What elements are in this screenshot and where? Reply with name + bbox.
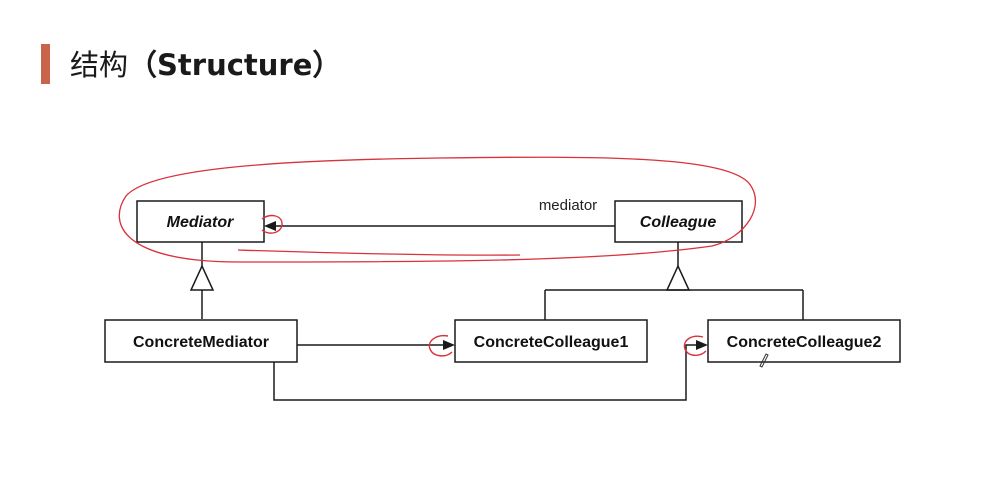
inheritance-triangle-mediator <box>189 264 215 291</box>
class-colleague[interactable]: Colleague <box>614 200 743 243</box>
association-role-label: mediator <box>539 197 597 214</box>
class-mediator[interactable]: Mediator <box>136 200 265 243</box>
class-concrete-colleague2[interactable]: ConcreteColleague2 <box>707 319 901 363</box>
page-title: 结构（Structure） <box>70 44 341 86</box>
class-concrete-colleague1-label: ConcreteColleague1 <box>474 334 629 351</box>
class-mediator-label: Mediator <box>167 214 234 231</box>
annotation-arrow-circle-mediator <box>261 214 283 234</box>
class-colleague-label: Colleague <box>640 214 717 231</box>
arrowhead-concrete-colleague2 <box>696 340 708 350</box>
class-concrete-mediator-label: ConcreteMediator <box>133 334 269 351</box>
inheritance-triangle-colleague <box>665 264 691 291</box>
class-concrete-colleague1[interactable]: ConcreteColleague1 <box>454 319 648 363</box>
arrowhead-mediator <box>264 221 276 231</box>
cursor-pen-icon <box>759 353 769 368</box>
annotation-arrow-circle-colleague1 <box>428 334 453 357</box>
association-concrete-colleague1 <box>297 340 455 350</box>
title-accent-bar <box>41 44 50 84</box>
generalization-mediator <box>189 242 215 319</box>
class-concrete-colleague2-label: ConcreteColleague2 <box>727 334 882 351</box>
association-mediator: mediator <box>264 197 615 231</box>
annotation-highlight-loop <box>118 156 757 263</box>
annotation-arrow-circle-colleague2 <box>683 335 707 356</box>
page-title-en: （Structure） <box>128 48 342 82</box>
generalization-colleague <box>544 242 804 320</box>
association-concrete-colleague2 <box>273 340 708 401</box>
class-concrete-mediator[interactable]: ConcreteMediator <box>104 319 298 363</box>
page-title-cn: 结构 <box>70 48 129 82</box>
arrowhead-concrete-colleague1 <box>443 340 455 350</box>
